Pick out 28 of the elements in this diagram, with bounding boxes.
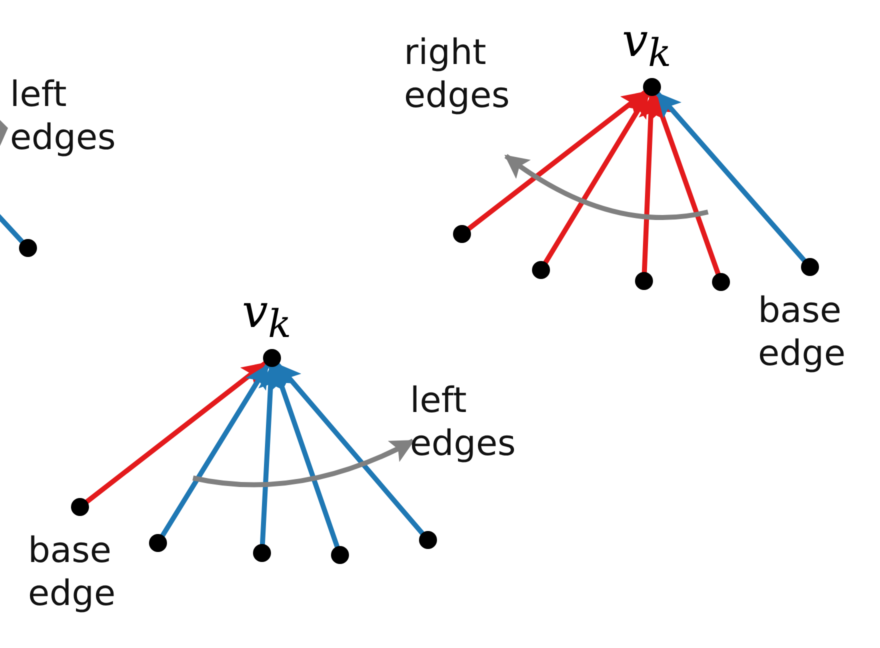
- vertex-label: v$_{k}$: [622, 17, 672, 74]
- edge-group-label: base edge: [758, 290, 846, 376]
- arrow: [270, 364, 340, 549]
- arrow: [466, 90, 648, 231]
- vertex-dot: [419, 531, 437, 549]
- vertex-dot: [712, 273, 730, 291]
- vertex-dot: [453, 225, 471, 243]
- edge-group-label: base edge: [28, 530, 116, 616]
- vertex-dot: [149, 534, 167, 552]
- vertex-label: v$_{k}$: [242, 288, 292, 345]
- arrow: [160, 363, 270, 538]
- vertex-dot: [532, 261, 550, 279]
- edge-group-label: left edges: [410, 380, 517, 466]
- vertex-dot: [19, 239, 37, 257]
- arrow: [543, 92, 650, 265]
- vertex-dot: [635, 272, 653, 290]
- edge-group-label: right edges: [404, 32, 511, 118]
- arrow: [651, 92, 720, 276]
- vertex-dot: [253, 544, 271, 562]
- arrow: [655, 91, 807, 263]
- arrow: [275, 362, 425, 536]
- vertex-dot: [71, 498, 89, 516]
- edge-group-label: left edges: [10, 74, 117, 160]
- arrow: [84, 361, 268, 504]
- arrow: [638, 94, 663, 274]
- vertex-dot: [801, 258, 819, 276]
- arrow: [258, 364, 282, 546]
- vertex-dot: [331, 546, 349, 564]
